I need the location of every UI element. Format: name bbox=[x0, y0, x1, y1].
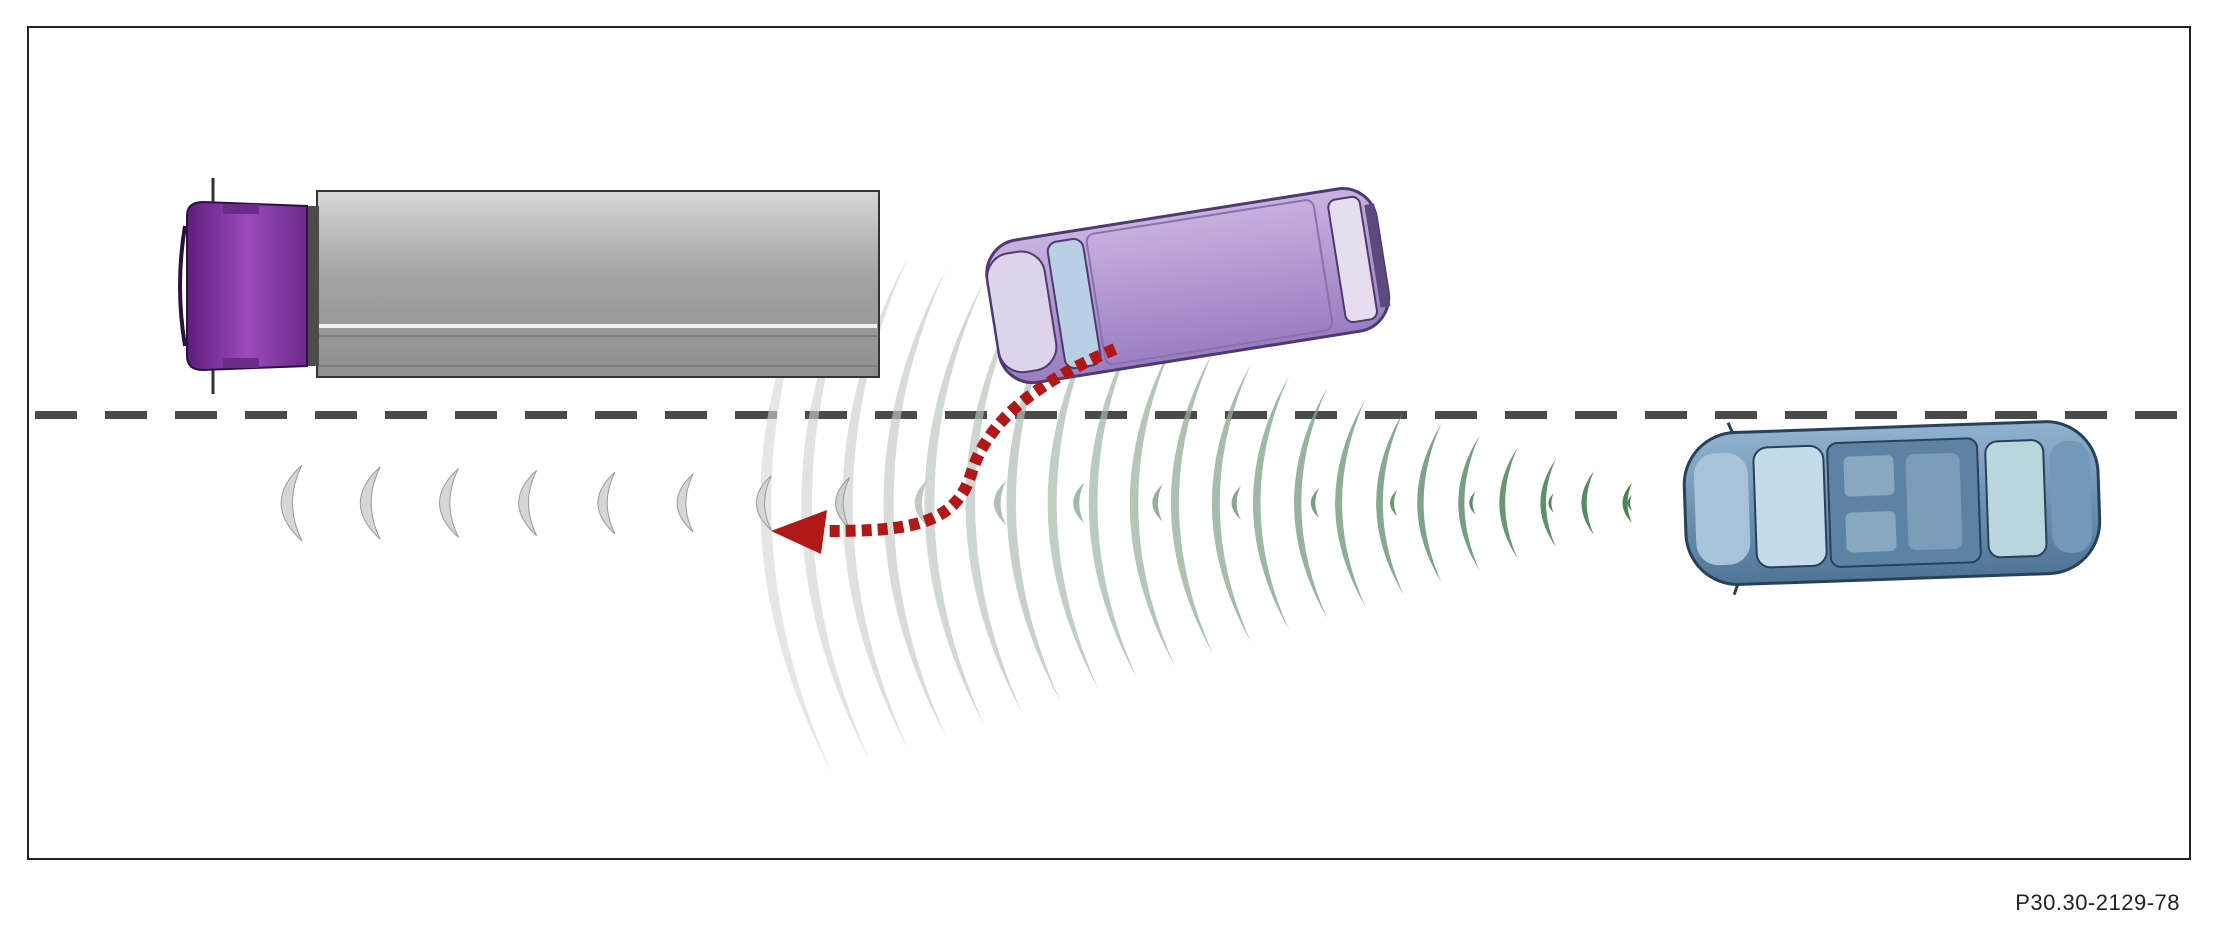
radar-wave-arc bbox=[1581, 471, 1594, 535]
truck-trailer bbox=[316, 190, 880, 378]
radar-center-crescent bbox=[359, 466, 381, 540]
radar-wave-arc bbox=[1376, 411, 1404, 595]
radar-wave-arc bbox=[1088, 328, 1137, 678]
radar-wave-arc bbox=[1622, 483, 1632, 523]
radar-wave-arc bbox=[842, 256, 909, 750]
radar-center-crescent bbox=[1469, 491, 1476, 515]
radar-wave-arc bbox=[1540, 459, 1556, 547]
radar-center-crescent bbox=[518, 469, 538, 537]
radar-center-crescent bbox=[1627, 495, 1632, 511]
radar-wave-arc bbox=[1006, 304, 1061, 702]
radar-wave-arc bbox=[1211, 363, 1252, 643]
radar-center-crescent bbox=[756, 475, 772, 531]
radar-wave-arc bbox=[1252, 375, 1290, 631]
radar-wave-arc bbox=[1047, 316, 1099, 690]
radar-center-crescent bbox=[280, 464, 303, 542]
radar-center-crescent bbox=[1231, 486, 1241, 520]
radar-wave-arc bbox=[924, 280, 985, 726]
radar-wave-fan bbox=[280, 233, 1632, 773]
own-car bbox=[1682, 420, 2102, 596]
cut-in-arrow-head bbox=[771, 510, 827, 554]
radar-center-crescent bbox=[1073, 482, 1085, 524]
van bbox=[985, 187, 1391, 385]
radar-wave-arc bbox=[1335, 399, 1366, 607]
truck-cab bbox=[186, 200, 308, 372]
radar-wave-arc bbox=[883, 268, 947, 738]
radar-center-crescent bbox=[1152, 484, 1163, 522]
radar-wave-arc bbox=[1129, 340, 1175, 666]
radar-center-crescent bbox=[676, 473, 694, 533]
radar-wave-arc bbox=[1170, 352, 1213, 654]
truck bbox=[178, 178, 880, 394]
radar-center-crescent bbox=[1310, 487, 1320, 519]
figure-reference-code: P30.30-2129-78 bbox=[2015, 890, 2180, 915]
radar-wave-arc bbox=[1417, 423, 1442, 583]
radar-center-crescent bbox=[993, 480, 1007, 526]
radar-center-crescent bbox=[597, 471, 616, 535]
radar-center-crescent bbox=[914, 479, 928, 527]
radar-wave-arc bbox=[965, 292, 1023, 714]
radar-center-crescent bbox=[1548, 493, 1554, 513]
radar-wave-arc bbox=[1294, 387, 1328, 619]
traffic-scene bbox=[35, 178, 2187, 773]
radar-center-crescent bbox=[439, 468, 459, 538]
cut-in-path bbox=[826, 343, 1118, 537]
radar-wave-arc bbox=[1458, 435, 1480, 571]
radar-center-crescent bbox=[1389, 489, 1398, 517]
radar-wave-arc bbox=[1499, 447, 1518, 559]
